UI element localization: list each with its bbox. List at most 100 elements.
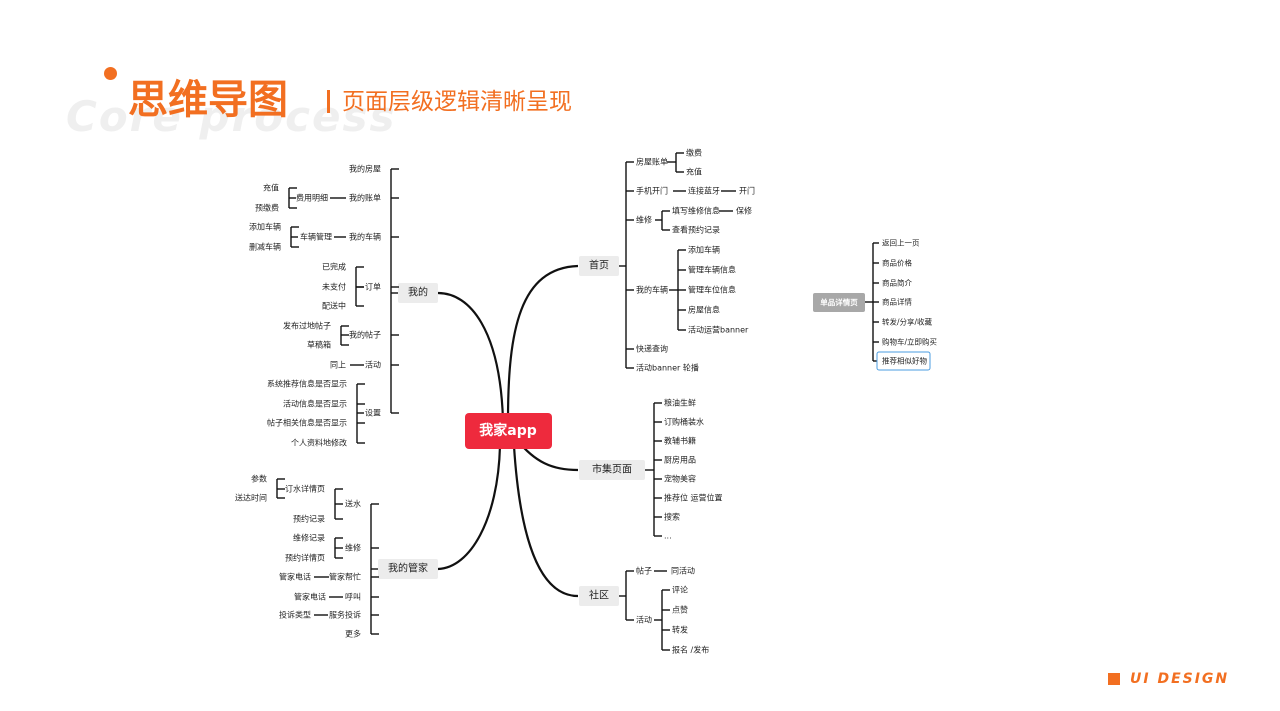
map-node-label: 我的帖子 [349,330,381,340]
map-node-label: 订水详情页 [285,484,325,494]
map-node-label: 同活动 [671,566,695,576]
map-node-label: 维修 [345,543,361,553]
map-node-label: 订购桶装水 [664,417,704,427]
map-node-label: 开门 [739,186,755,196]
map-node-label: 设置 [365,408,381,418]
map-node-label: 我的车辆 [636,285,668,295]
highlighted-node-frame [876,351,931,371]
map-node-label: 管理车辆信息 [688,265,736,275]
branch-curve [437,445,502,571]
map-node-label: 房屋信息 [688,305,720,315]
map-node-label: 添加车辆 [688,245,720,255]
map-node-label: 管家电话 [294,592,326,602]
map-node-label: ... [664,532,672,541]
map-node-label: 已完成 [322,262,346,272]
map-node-label: 活动运营banner [688,325,749,335]
branch-butler [378,559,438,579]
branch-market [579,460,645,480]
map-node-label: 商品详情 [882,297,912,307]
map-node-label: 转发/分享/收藏 [882,317,933,327]
title-separator [327,90,330,113]
map-node-label: 返回上一页 [882,239,920,248]
page-title: 思维导图 [128,77,288,123]
map-node-label: 添加车辆 [249,222,281,232]
map-node-label: 预约详情页 [285,553,325,563]
map-node-label: 活动 [636,615,652,625]
map-node-label: 订单 [365,282,381,292]
map-node-label: 预缴费 [255,203,279,213]
map-node-label: 维修 [636,215,652,225]
map-node-label: 推荐相似好物 [882,356,927,366]
map-node-label: 教辅书籍 [664,436,696,446]
detail-page-node [813,293,865,312]
brand-text: UI DESIGN [1130,670,1230,687]
branch-market-label: 市集页面 [592,463,632,476]
map-node-label: 转发 [672,625,688,635]
map-node-label: 发布过地帖子 [283,321,331,331]
map-node-label: 搜索 [664,512,680,522]
map-node-label: 删减车辆 [249,242,281,252]
branch-curve [437,291,505,421]
map-node-label: 活动banner 轮播 [636,363,699,373]
map-node-label: 点赞 [672,605,688,615]
map-node-label: 送达时间 [235,493,267,503]
map-node-label: 配送中 [322,301,346,311]
map-node-label: 费用明细 [296,193,328,203]
map-node-label: 我的车辆 [349,232,381,242]
map-node-label: 个人资料地修改 [291,438,347,448]
map-node-label: 草稿箱 [307,340,331,350]
branch-community-label: 社区 [589,589,609,602]
watermark-text: Core process [66,92,397,141]
map-node-label: 车辆管理 [300,232,332,242]
map-node-label: 活动 [365,360,381,370]
map-node-label: 快递查询 [636,344,668,354]
branch-home [579,256,619,276]
map-node-label: 厨房用品 [664,455,696,465]
map-node-label: 购物车/立即购买 [882,337,938,347]
map-node-label: 商品价格 [882,258,912,268]
map-node-label: 房屋账单 [636,157,668,167]
branch-curve [506,264,579,421]
map-node-label: 管家帮忙 [329,572,361,582]
map-node-label: 活动信息是否显示 [283,399,347,409]
branch-curve [512,445,579,598]
map-node-label: 维修记录 [293,533,325,543]
map-node-label: 未支付 [322,282,346,292]
map-node-label: 系统推荐信息是否显示 [267,379,347,389]
map-node-label: 参数 [251,474,267,484]
map-node-label: 连接蓝牙 [688,186,720,196]
map-node-label: 更多 [345,629,361,639]
map-node-label: 服务投诉 [329,610,361,620]
map-node-label: 帖子相关信息是否显示 [267,418,347,428]
page-subtitle: 页面层级逻辑清晰呈现 [342,89,572,115]
map-node-label: 预约记录 [293,514,325,524]
branch-community [579,586,619,606]
map-node-label: 填写维修信息 [672,206,720,216]
map-node-label: 呼叫 [345,592,361,602]
branch-mine-label: 我的 [408,286,428,299]
map-node-label: 送水 [345,499,361,509]
map-node-label: 商品简介 [882,278,912,288]
detail-page-label: 单品详情页 [820,297,858,307]
map-node-label: 管理车位信息 [688,285,736,295]
map-node-label: 充值 [263,183,279,193]
map-node-label: 我的房屋 [349,164,381,174]
brand-logo: UI DESIGN [1108,668,1229,687]
root-node [465,413,552,449]
accent-dot [104,67,117,80]
map-node-label: 手机开门 [636,186,668,196]
map-node-label: 缴费 [686,148,702,158]
map-node-label: 评论 [672,585,688,595]
map-node-label: 宠物美容 [664,474,696,484]
branch-butler-label: 我的管家 [388,562,428,575]
brand-square-icon [1108,672,1120,685]
map-node-label: 管家电话 [279,572,311,582]
map-node-label: 充值 [686,167,702,177]
branch-mine [398,283,438,303]
map-node-label: 同上 [330,361,346,370]
map-node-label: 查看预约记录 [672,225,720,235]
map-node-label: 帖子 [636,566,652,576]
map-node-label: 粮油生鲜 [664,398,696,408]
map-node-label: 保修 [736,206,752,216]
